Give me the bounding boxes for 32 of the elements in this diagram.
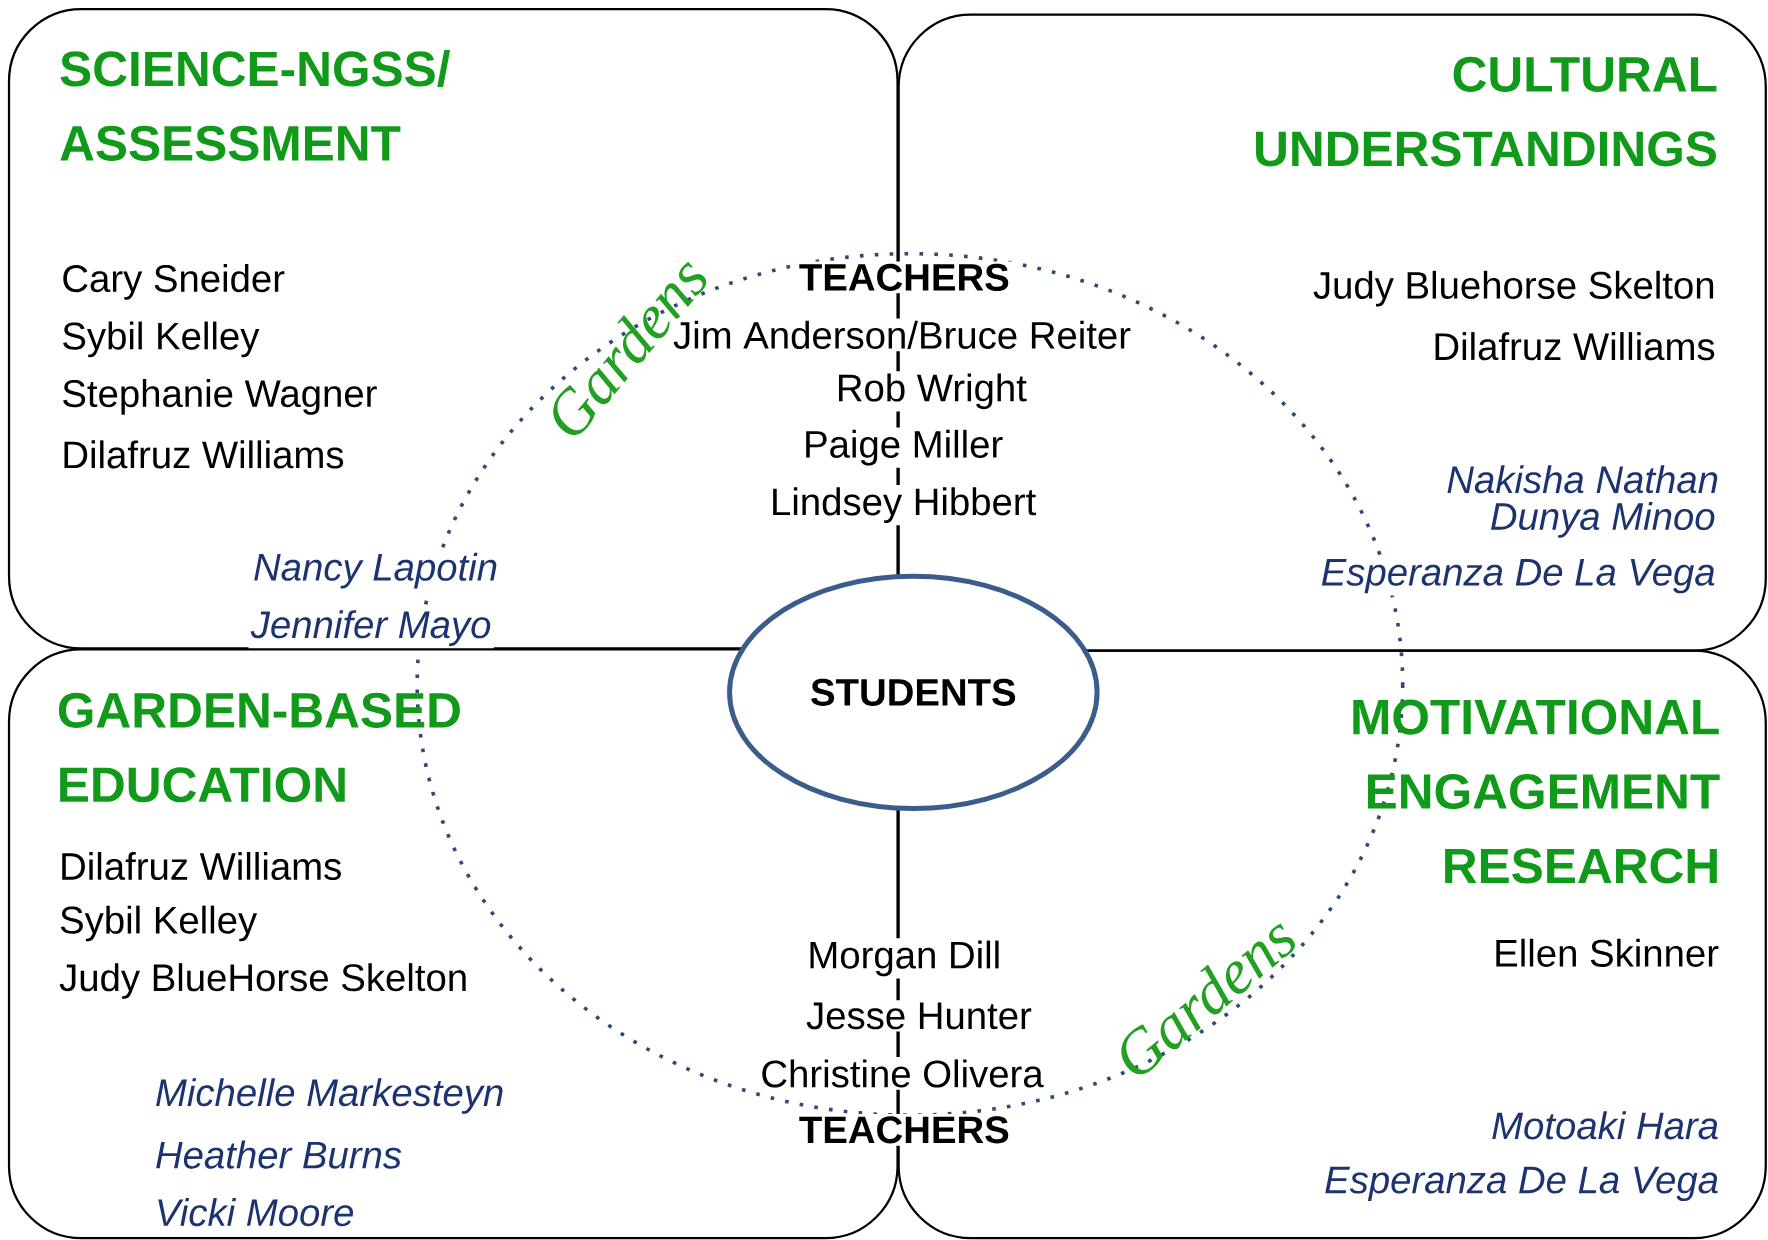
person-name: Heather Burns: [152, 1138, 405, 1171]
heading: CULTURAL UNDERSTANDINGS: [1256, 56, 1717, 167]
person-name: Dilafruz Williams: [1430, 329, 1718, 363]
heading: GARDEN-BASED EDUCATION: [58, 692, 460, 803]
person-name: Motoaki Hara: [1488, 1108, 1722, 1142]
person-name: Lindsey Hibbert: [767, 484, 1039, 526]
person-name: Esperanza De La Vega: [1321, 1164, 1722, 1204]
group-label: TEACHERS: [796, 1113, 1012, 1146]
person-name: Judy Bluehorse Skelton: [1310, 268, 1718, 309]
person-name: Esperanza De La Vega: [1318, 556, 1718, 596]
person-name: Nancy Lapotin: [250, 550, 501, 591]
person-name: Christine Olivera: [758, 1056, 1046, 1090]
person-name: Jennifer Mayo: [248, 607, 494, 649]
person-name: Ellen Skinner: [1490, 936, 1722, 969]
person-name: Paige Miller: [800, 427, 1006, 468]
person-name: Stephanie Wagner: [59, 376, 380, 417]
heading: MOTIVATIONAL ENGAGEMENT RESEARCH: [1353, 699, 1720, 884]
person-name: Morgan Dill: [805, 938, 1004, 979]
heading: SCIENCE-NGSS/ ASSESSMENT: [60, 49, 451, 161]
person-name: Dilafruz Williams: [56, 849, 345, 883]
person-name: Rob Wright: [833, 371, 1030, 412]
person-name: Sybil Kelley: [56, 903, 260, 944]
person-name: Judy BlueHorse Skelton: [56, 960, 471, 1001]
person-name: Cary Sneider: [59, 261, 288, 302]
person-name: Sybil Kelley: [59, 319, 262, 360]
person-name: Jesse Hunter: [803, 1000, 1035, 1032]
person-name: Nakisha Nathan: [1444, 462, 1722, 496]
group-label: TEACHERS: [796, 261, 1012, 294]
person-name: Dilafruz Williams: [59, 437, 347, 471]
person-name: Michelle Markesteyn: [152, 1075, 507, 1116]
person-name: Dunya Minoo: [1487, 499, 1718, 540]
person-name: Vicki Moore: [152, 1195, 357, 1229]
